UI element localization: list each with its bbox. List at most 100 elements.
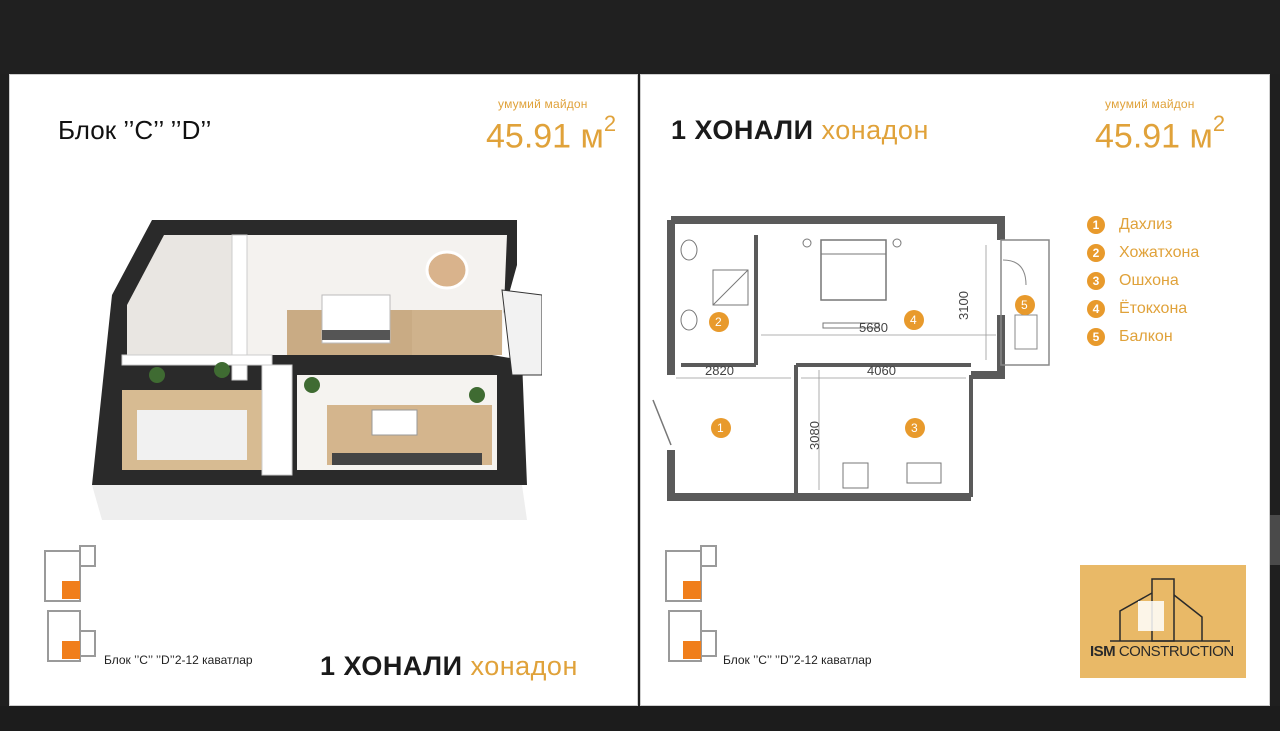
svg-text:1: 1 bbox=[717, 421, 724, 435]
apartment-title: 1 ХОНАЛИ хонадон bbox=[671, 115, 929, 146]
svg-text:4: 4 bbox=[910, 313, 917, 327]
floor-thumbnail bbox=[665, 545, 717, 662]
floor-note: Блок ’’C’’ ’’D’’2-12 каватлар bbox=[723, 653, 872, 667]
dim-3080: 3080 bbox=[807, 421, 822, 450]
render-bed-blanket bbox=[322, 330, 390, 340]
render-plant bbox=[214, 362, 230, 378]
apartment-title-gold: хонадон bbox=[470, 651, 578, 681]
logo-text-rest: CONSTRUCTION bbox=[1118, 643, 1234, 660]
render-balcony bbox=[501, 289, 542, 376]
block-title: Блок ’’C’’ ’’D’’ bbox=[58, 115, 212, 145]
floor-thumbnail-highlight bbox=[683, 641, 701, 659]
dim-5680: 5680 bbox=[859, 320, 888, 335]
dim-2820: 2820 bbox=[705, 363, 734, 378]
apartment-title-dark: 1 ХОНАЛИ bbox=[671, 115, 814, 145]
plan-tv bbox=[822, 322, 880, 329]
legend-item: 3 Ошхона bbox=[1087, 267, 1199, 295]
logo-building-icon bbox=[1110, 578, 1230, 642]
area-unit: м bbox=[1189, 117, 1213, 156]
apartment-title: 1 ХОНАЛИ хонадон bbox=[320, 651, 578, 682]
render-wall-c bbox=[121, 354, 273, 366]
render-plant bbox=[304, 377, 320, 393]
render-kitchen-counter bbox=[332, 453, 482, 465]
render-wall-b bbox=[261, 364, 293, 476]
plan-bed-head bbox=[820, 239, 887, 255]
plan-entrance-door bbox=[652, 399, 672, 446]
floor-thumbnail-highlight bbox=[62, 581, 80, 599]
room-marker-4: 4 bbox=[904, 310, 924, 330]
svg-text:2: 2 bbox=[715, 315, 722, 329]
area-label: умумий майдон bbox=[498, 97, 588, 111]
plan-sink bbox=[680, 309, 698, 331]
left-page: Блок ’’C’’ ’’D’’ умумий майдон 45.91 м2 bbox=[9, 74, 638, 706]
room-marker-2: 2 bbox=[709, 312, 729, 332]
legend-label: Балкон bbox=[1119, 328, 1173, 345]
plan-stove bbox=[906, 462, 942, 484]
scrollbar-thumb[interactable] bbox=[1270, 515, 1280, 565]
render-bathroom bbox=[127, 235, 232, 355]
apartment-3d-render bbox=[92, 220, 542, 520]
area-label: умумий майдон bbox=[1105, 97, 1195, 111]
area-value: 45.91 м2 bbox=[486, 111, 616, 156]
area-value: 45.91 м2 bbox=[1095, 111, 1225, 156]
legend-item: 1 Дахлиз bbox=[1087, 211, 1199, 239]
plan-nightstand bbox=[802, 238, 812, 248]
render-mirror bbox=[425, 250, 469, 290]
plan-sink-kitchen bbox=[842, 462, 869, 489]
legend-label: Ётокхона bbox=[1119, 300, 1188, 317]
apartment-title-gold: хонадон bbox=[821, 115, 929, 145]
legend-number: 2 bbox=[1087, 244, 1105, 262]
legend-label: Дахлиз bbox=[1119, 216, 1173, 233]
area-number: 45.91 bbox=[1095, 117, 1181, 156]
legend-number: 4 bbox=[1087, 300, 1105, 318]
legend-number: 5 bbox=[1087, 328, 1105, 346]
company-logo: ISM CONSTRUCTION bbox=[1080, 565, 1246, 678]
legend-item: 2 Хожатхона bbox=[1087, 239, 1199, 267]
plan-wall-bottom bbox=[667, 450, 971, 501]
legend-number: 1 bbox=[1087, 216, 1105, 234]
logo-text-bold: ISM bbox=[1090, 643, 1116, 660]
floor-thumbnail bbox=[44, 545, 96, 662]
legend-item: 5 Балкон bbox=[1087, 323, 1199, 351]
right-page: 1 ХОНАЛИ хонадон умумий майдон 45.91 м2 bbox=[640, 74, 1270, 706]
plan-wall-top bbox=[671, 216, 1005, 240]
floor-thumbnail-highlight bbox=[62, 641, 80, 659]
area-power: 2 bbox=[1212, 111, 1226, 136]
floor-plan: 5680 2820 4060 3100 3080 1 2 3 4 5 bbox=[652, 216, 1050, 501]
floor-thumbnail-highlight bbox=[683, 581, 701, 599]
plan-bed bbox=[820, 239, 887, 301]
logo-text: ISM CONSTRUCTION bbox=[1090, 643, 1234, 660]
plan-shower bbox=[712, 269, 749, 306]
plan-toilet bbox=[680, 239, 698, 261]
area-power: 2 bbox=[603, 111, 617, 136]
plan-shower-diag bbox=[712, 269, 749, 306]
render-base bbox=[92, 485, 527, 520]
area-number: 45.91 bbox=[486, 117, 572, 156]
room-marker-1: 1 bbox=[711, 418, 731, 438]
area-unit: м bbox=[580, 117, 604, 156]
legend-label: Хожатхона bbox=[1119, 244, 1200, 261]
plan-balcony bbox=[1000, 239, 1050, 366]
room-marker-3: 3 bbox=[905, 418, 925, 438]
dim-3100: 3100 bbox=[956, 291, 971, 320]
plan-balcony-unit bbox=[1014, 314, 1038, 350]
room-legend: 1 Дахлиз 2 Хожатхона 3 Ошхона 4 Ётокхона… bbox=[1087, 211, 1199, 351]
floor-note: Блок ’’C’’ ’’D’’2-12 каватлар bbox=[104, 653, 253, 667]
apartment-title-dark: 1 ХОНАЛИ bbox=[320, 651, 463, 681]
legend-item: 4 Ётокхона bbox=[1087, 295, 1199, 323]
room-marker-5: 5 bbox=[1015, 295, 1035, 315]
dim-4060: 4060 bbox=[867, 363, 896, 378]
top-bar bbox=[0, 0, 1280, 74]
legend-number: 3 bbox=[1087, 272, 1105, 290]
render-plant bbox=[469, 387, 485, 403]
svg-text:3: 3 bbox=[911, 421, 918, 435]
legend-label: Ошхона bbox=[1119, 272, 1179, 289]
render-plant bbox=[149, 367, 165, 383]
render-hall-rug bbox=[137, 410, 247, 460]
render-dining-table bbox=[371, 409, 418, 436]
render-vanity-floor bbox=[412, 310, 502, 355]
svg-text:5: 5 bbox=[1021, 298, 1028, 312]
plan-balcony-door bbox=[1002, 259, 1027, 286]
plan-nightstand bbox=[892, 238, 902, 248]
render-wall-a bbox=[231, 234, 248, 381]
